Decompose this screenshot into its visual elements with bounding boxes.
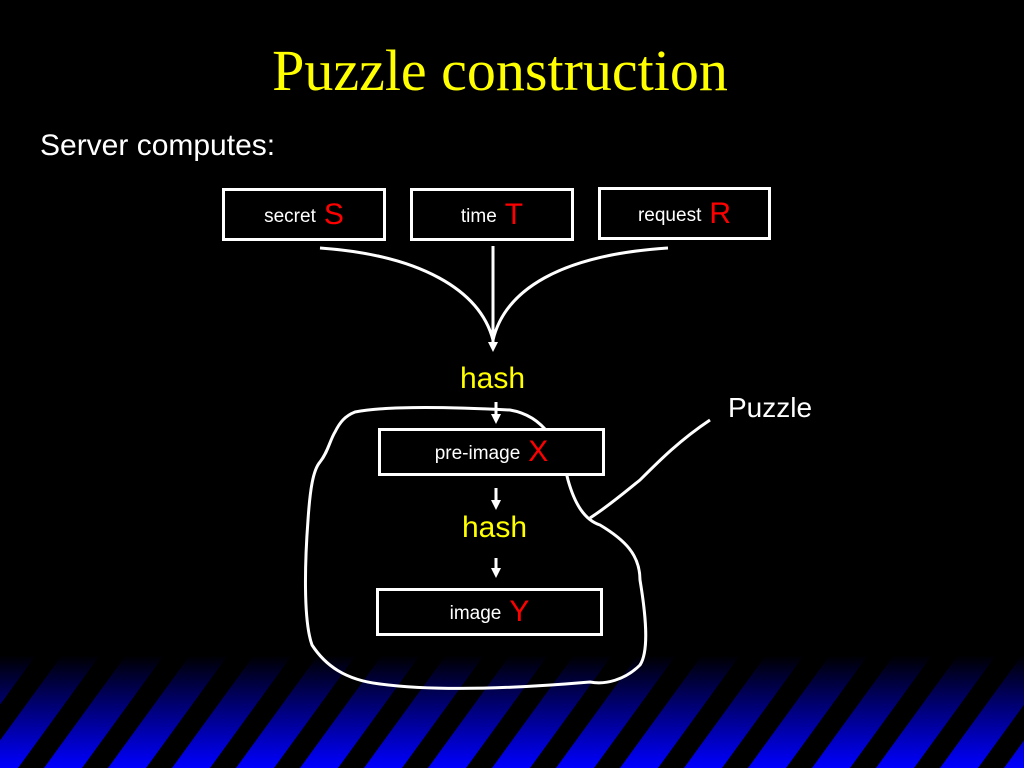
image-var: Y bbox=[509, 595, 530, 628]
preimage-box: pre-image X bbox=[378, 428, 605, 476]
hash-label-1: hash bbox=[460, 362, 526, 395]
puzzle-label: Puzzle bbox=[728, 392, 813, 423]
input-label-time: time bbox=[460, 205, 497, 227]
input-var-secret: S bbox=[323, 197, 344, 231]
merge-curve-left bbox=[319, 246, 495, 341]
preimage-var: X bbox=[528, 435, 549, 468]
image-box: image Y bbox=[376, 588, 603, 636]
hash-label-2: hash bbox=[462, 511, 528, 544]
preimage-label: pre-image bbox=[434, 443, 521, 464]
arrow-head-preimage-icon bbox=[491, 414, 501, 424]
merge-curve-right bbox=[491, 246, 669, 341]
slide-title: Puzzle construction bbox=[272, 38, 728, 103]
footer-stripes bbox=[0, 655, 1024, 768]
arrow-head-hash2-icon bbox=[491, 500, 501, 510]
input-box-time: time T bbox=[410, 188, 574, 241]
input-box-request: request R bbox=[598, 187, 771, 240]
input-var-request: R bbox=[709, 196, 732, 230]
arrow-head-image-icon bbox=[491, 568, 501, 578]
input-var-time: T bbox=[504, 197, 524, 231]
arrow-to-hash-icon bbox=[488, 342, 498, 352]
input-label-secret: secret bbox=[264, 205, 316, 227]
puzzle-pointer-line bbox=[589, 418, 711, 520]
image-label: image bbox=[449, 603, 502, 624]
slide-subtitle: Server computes: bbox=[40, 129, 276, 162]
input-box-secret: secret S bbox=[222, 188, 386, 241]
input-label-request: request bbox=[637, 204, 702, 226]
